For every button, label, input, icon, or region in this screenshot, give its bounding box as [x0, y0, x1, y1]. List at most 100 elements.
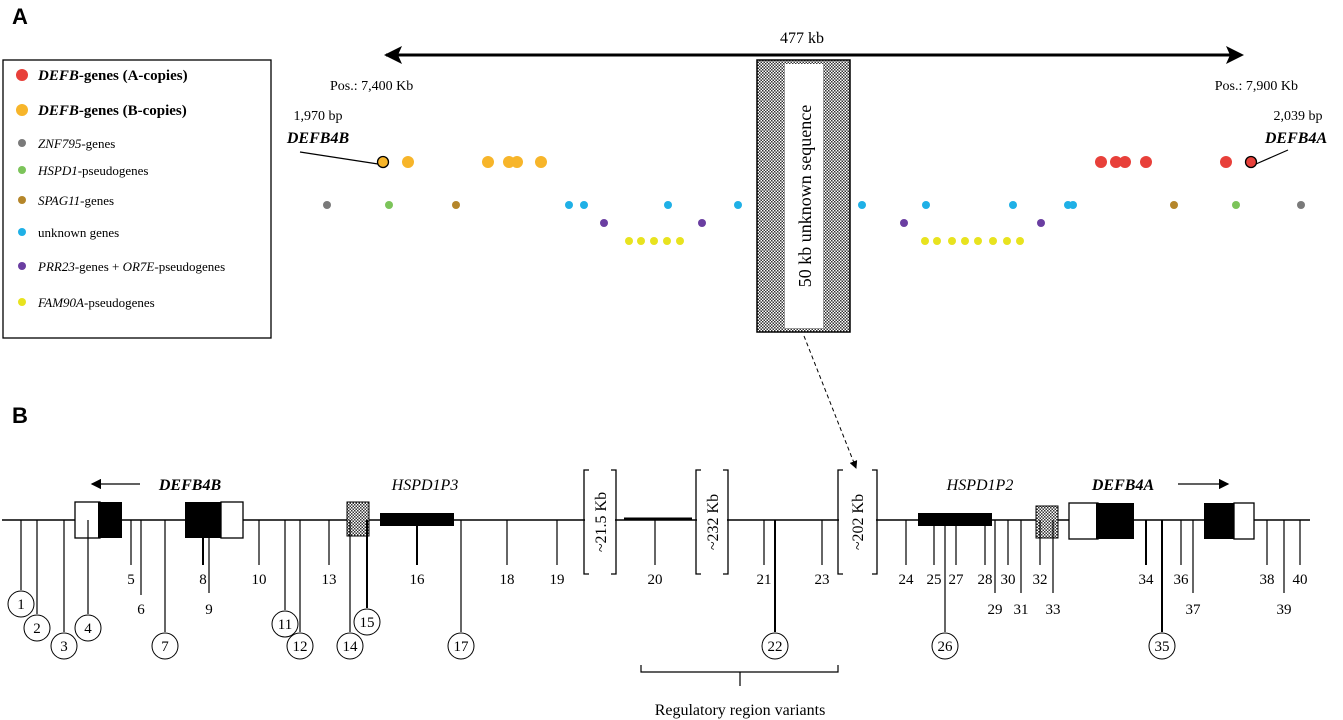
- gap-1-label: ~21.5 Kb: [593, 492, 610, 552]
- variant-label: 18: [500, 572, 515, 588]
- hspd1p3-block: [380, 513, 454, 526]
- legend-swatch: [18, 262, 26, 270]
- variant-label: 31: [1014, 602, 1029, 618]
- legend-swatch: [16, 69, 28, 81]
- left-bp: 1,970 bp: [294, 109, 343, 124]
- legend-swatch: [18, 228, 26, 236]
- variant-label: 40: [1293, 572, 1308, 588]
- dot-unknown: [922, 201, 930, 209]
- variant-label: 26: [938, 639, 954, 655]
- dot-fam90a: [974, 237, 982, 245]
- pos-left: Pos.: 7,400 Kb: [330, 79, 413, 94]
- legend-swatch: [16, 104, 28, 116]
- variant-label: 9: [205, 602, 213, 618]
- variant-label: 37: [1186, 602, 1202, 618]
- legend: DEFB-genes (A-copies) DEFB-genes (B-copie…: [16, 68, 225, 310]
- variant-label: 11: [278, 617, 292, 633]
- variant-label: 6: [137, 602, 145, 618]
- dot-defb-a-copy: [1220, 156, 1232, 168]
- dot-fam90a: [663, 237, 671, 245]
- legend-label: unknown genes: [38, 225, 119, 240]
- variant-label: 20: [648, 572, 663, 588]
- variant-label: 7: [161, 639, 169, 655]
- hspd1p3-label: HSPD1P3: [391, 477, 459, 494]
- variant-circle: [286, 632, 314, 660]
- variant-circle: [23, 614, 51, 642]
- variant-label: 34: [1139, 572, 1155, 588]
- variant-label: 14: [343, 639, 359, 655]
- variant-circle: [931, 632, 959, 660]
- variant-circle: [74, 614, 102, 642]
- dot-defb-a-copy: [1244, 155, 1258, 169]
- variant-label: 4: [84, 621, 92, 637]
- panel-b-label: B: [12, 403, 28, 428]
- span-label: 477 kb: [780, 30, 824, 47]
- variant-circle: [447, 632, 475, 660]
- left-gene-label: DEFB4B: [286, 130, 350, 147]
- variant-label: 39: [1277, 602, 1292, 618]
- legend-label: SPAG11-genes: [38, 193, 114, 208]
- dot-unknown: [565, 201, 573, 209]
- dot-unknown: [664, 201, 672, 209]
- variant-label: 13: [322, 572, 337, 588]
- hspd1p2-label: HSPD1P2: [946, 477, 1014, 494]
- variant-label: 27: [949, 572, 965, 588]
- gene-dot-map: [323, 155, 1305, 245]
- dot-fam90a: [989, 237, 997, 245]
- variant-label: 5: [127, 572, 135, 588]
- span-arrow-left-head: [384, 46, 402, 64]
- dot-defb-a-copy: [1140, 156, 1152, 168]
- gap-box-3: ~202 Kb: [837, 469, 878, 575]
- dot-fam90a: [921, 237, 929, 245]
- legend-swatch: [18, 298, 26, 306]
- legend-swatch: [18, 139, 26, 147]
- defb4a-exon1-utr: [1068, 502, 1099, 540]
- gap-box-1: ~21.5 Kb: [583, 469, 617, 575]
- dot-znf795: [1297, 201, 1305, 209]
- defb4a-exon1-coding: [1096, 503, 1134, 539]
- variant-label: 12: [293, 639, 308, 655]
- dot-hspd1: [1232, 201, 1240, 209]
- dot-prr23: [1037, 219, 1045, 227]
- dot-prr23: [698, 219, 706, 227]
- hspd1p2-hatched-block: [1035, 505, 1059, 539]
- variant-label: 33: [1046, 602, 1061, 618]
- dot-fam90a: [650, 237, 658, 245]
- left-gene-pointer: [299, 151, 379, 165]
- variant-circle: [1148, 632, 1176, 660]
- right-gene-pointer: [1255, 149, 1289, 165]
- legend-swatch: [18, 166, 26, 174]
- span-arrow-right-head: [1226, 46, 1244, 64]
- variant-circle: [271, 610, 299, 638]
- legend-label: DEFB-genes (B-copies): [37, 103, 187, 119]
- dot-spag11: [452, 201, 460, 209]
- defb4b-exon2-utr: [220, 501, 244, 539]
- variant-label: 8: [199, 572, 207, 588]
- dot-defb-a-copy: [1095, 156, 1107, 168]
- dot-fam90a: [948, 237, 956, 245]
- gap-box-2: ~232 Kb: [695, 469, 729, 575]
- defb4a-label: DEFB4A: [1091, 477, 1155, 494]
- variant-label: 35: [1155, 639, 1170, 655]
- variant-label: 16: [410, 572, 426, 588]
- variant-label: 25: [927, 572, 942, 588]
- unknown-sequence-label-bg: [785, 64, 823, 328]
- variant-label: 29: [988, 602, 1003, 618]
- dot-fam90a: [961, 237, 969, 245]
- variant-circle: [353, 608, 381, 636]
- dot-unknown: [734, 201, 742, 209]
- variant-label: 19: [550, 572, 565, 588]
- legend-label: ZNF795-genes: [38, 136, 115, 151]
- variant-circle: [336, 632, 364, 660]
- gap-3-label: ~202 Kb: [850, 494, 867, 550]
- legend-label: DEFB-genes (A-copies): [37, 68, 188, 84]
- variant-label: 36: [1174, 572, 1190, 588]
- variant-label: 10: [252, 572, 267, 588]
- right-bp: 2,039 bp: [1274, 109, 1323, 124]
- dot-unknown: [858, 201, 866, 209]
- dot-defb-b-copy: [376, 155, 390, 169]
- dot-spag11: [1170, 201, 1178, 209]
- regulatory-bracket: [640, 665, 839, 673]
- variant-label: 38: [1260, 572, 1275, 588]
- dot-fam90a: [1016, 237, 1024, 245]
